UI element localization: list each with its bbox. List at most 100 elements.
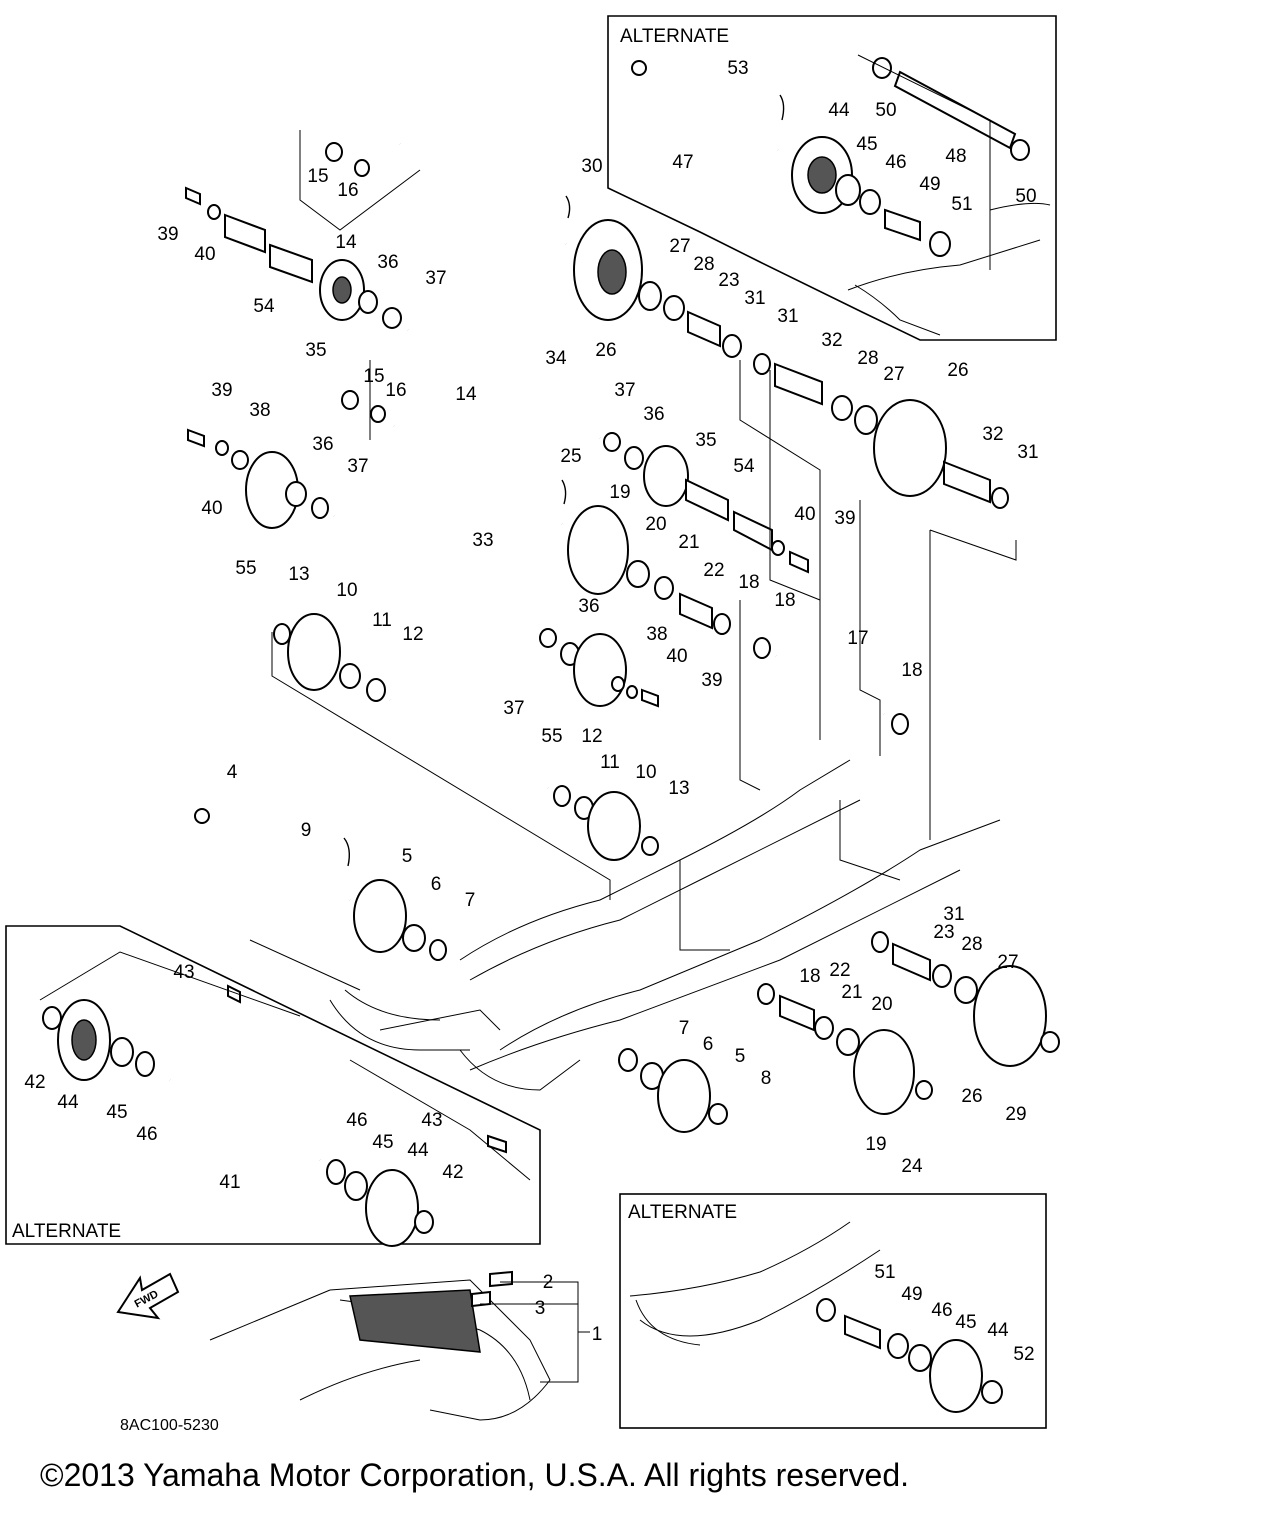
callout-c26a: 26 [595, 340, 616, 361]
copyright-notice: ©2013 Yamaha Motor Corporation, U.S.A. A… [40, 1457, 909, 1493]
nut-42-left-a [42, 1006, 62, 1030]
circlip-46-bottom [887, 1333, 909, 1359]
callout-c31b: 31 [777, 306, 798, 327]
callout-c40b: 40 [201, 498, 222, 519]
callout-c4: 4 [227, 762, 238, 783]
callout-c13a: 13 [288, 564, 309, 585]
callout-c15a: 15 [307, 166, 328, 187]
callout-c5a: 5 [402, 846, 413, 867]
bolt-43-a [227, 984, 241, 1004]
alternate-box-left: ALTERNATE [5, 925, 541, 1247]
callout-c39d: 39 [701, 670, 722, 691]
callout-c33: 33 [472, 530, 493, 551]
main-assembly [185, 130, 1060, 1133]
callout-c7b: 7 [679, 1018, 690, 1039]
washer-51-top [929, 231, 951, 257]
callout-c6a: 6 [431, 874, 442, 895]
bearing-45-bottom [908, 1344, 932, 1372]
alternate-label-top: ALTERNATE [620, 26, 729, 47]
wheel-55-mid [573, 633, 627, 707]
circlip-46-left-a [135, 1051, 155, 1077]
drawing-code: 8AC100-5230 [120, 1417, 219, 1434]
callout-c32b: 32 [982, 424, 1003, 445]
callout-c35a: 35 [305, 340, 326, 361]
callout-c39a: 39 [157, 224, 178, 245]
wheel-44-bottom [929, 1339, 983, 1413]
callout-c54a: 54 [253, 296, 275, 317]
callout-c25: 25 [560, 446, 581, 467]
callout-c36d: 36 [578, 596, 599, 617]
callout-c31c: 31 [1017, 442, 1038, 463]
collar-49-top [884, 208, 921, 242]
callout-c11b: 11 [600, 752, 620, 773]
callout-c52: 52 [1013, 1344, 1034, 1365]
wheel-5-left [353, 879, 407, 953]
wheel-5-right [657, 1059, 711, 1133]
callout-c16a: 16 [337, 180, 358, 201]
callout-c50b: 50 [1015, 186, 1036, 207]
callout-c55a: 55 [235, 558, 256, 579]
callout-c18a: 18 [738, 572, 759, 593]
callout-c36c: 36 [643, 404, 664, 425]
callout-c1: 1 [592, 1324, 603, 1345]
wheel-35-lower [643, 445, 689, 507]
callout-c43a: 43 [173, 962, 194, 983]
callout-c27c: 27 [997, 952, 1018, 973]
callout-c46b: 46 [136, 1124, 157, 1145]
washer-50-b [1010, 139, 1030, 161]
callout-c23b: 23 [933, 922, 954, 943]
callout-c45d: 45 [955, 1312, 976, 1333]
callout-c22b: 22 [829, 960, 850, 981]
callout-c17: 17 [847, 628, 868, 649]
callout-c28b: 28 [857, 348, 878, 369]
callout-c34: 34 [545, 348, 567, 369]
alternate-label-left: ALTERNATE [12, 1221, 121, 1242]
callout-c42a: 42 [24, 1072, 45, 1093]
bearing-45-top [835, 174, 861, 206]
callout-c43b: 43 [421, 1110, 442, 1131]
callout-c6b: 6 [703, 1034, 714, 1055]
callout-c54b: 54 [733, 456, 755, 477]
callout-c46a: 46 [885, 152, 906, 173]
callout-c51a: 51 [951, 194, 972, 215]
callout-c53: 53 [727, 58, 748, 79]
washer-50-a [872, 57, 892, 79]
callout-c47: 47 [672, 152, 693, 173]
callout-c45a: 45 [856, 134, 877, 155]
callout-c32a: 32 [821, 330, 842, 351]
callout-c18d: 18 [799, 966, 820, 987]
callout-c8: 8 [761, 1068, 772, 1089]
callout-c26c: 26 [961, 1086, 982, 1107]
bearing-45-left-a [110, 1037, 134, 1067]
callout-c40d: 40 [666, 646, 687, 667]
shaft-47 [631, 60, 780, 152]
callout-c37a: 37 [425, 268, 446, 289]
clip-2 [489, 1270, 513, 1288]
wheel-10-right [587, 791, 641, 861]
callout-c45c: 45 [372, 1132, 393, 1153]
callout-c15b: 15 [363, 366, 384, 387]
callout-c40a: 40 [194, 244, 215, 265]
alternate-box-top: ALTERNATE [607, 15, 1057, 341]
callout-c27a: 27 [669, 236, 690, 257]
callout-c23a: 23 [718, 270, 739, 291]
callout-c36b: 36 [312, 434, 333, 455]
callout-c28a: 28 [693, 254, 714, 275]
callout-c35b: 35 [695, 430, 716, 451]
callout-c49a: 49 [919, 174, 940, 195]
callout-c49b: 49 [901, 1284, 922, 1305]
callout-c44c: 44 [407, 1140, 429, 1161]
callout-c26b: 26 [947, 360, 968, 381]
wheel-19-mid [567, 505, 629, 595]
washer-51-bottom [816, 1298, 836, 1322]
callout-c50a: 50 [875, 100, 896, 121]
callout-c18c: 18 [901, 660, 922, 681]
callout-c44b: 44 [57, 1092, 79, 1113]
callout-c2: 2 [543, 1272, 554, 1293]
nut-52 [981, 1380, 1003, 1404]
callout-c16b: 16 [385, 380, 406, 401]
callout-c14b: 14 [455, 384, 477, 405]
fwd-arrow-icon: FWD [116, 1272, 180, 1320]
callout-c12b: 12 [581, 726, 602, 747]
callout-c11a: 11 [372, 610, 392, 631]
